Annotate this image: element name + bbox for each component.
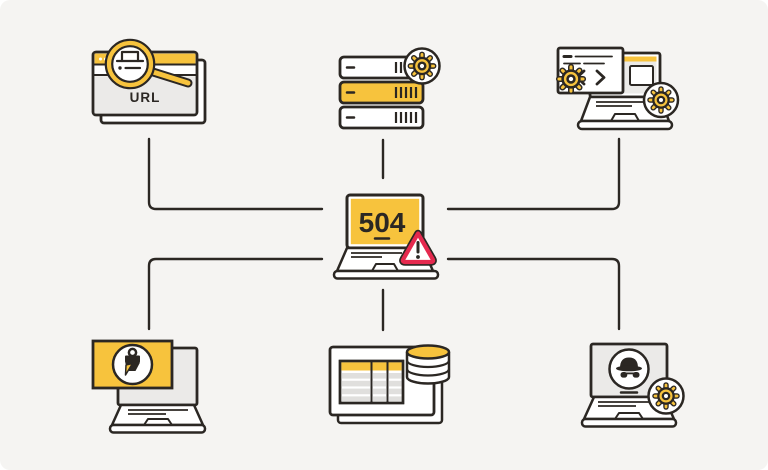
gear-icon — [559, 67, 583, 91]
database-icon — [405, 344, 451, 385]
magnifier-icon — [104, 38, 193, 90]
paintbrush-icon — [124, 347, 140, 376]
connector-bottom-left — [147, 257, 324, 331]
node-server-stack — [338, 47, 441, 130]
node-privacy-laptop — [580, 342, 685, 428]
table-icon — [338, 359, 405, 405]
laptop-base — [108, 403, 207, 434]
node-developer-laptop — [552, 46, 680, 131]
window-dot — [99, 57, 102, 61]
node-504-laptop: 504 — [332, 193, 440, 280]
connector-bottom-right — [446, 257, 621, 331]
connector-top-left — [147, 137, 324, 211]
laptop-icon — [580, 342, 678, 428]
paintbrush-panel-icon — [91, 339, 174, 390]
url-label: URL — [130, 90, 161, 105]
laptop-error-icon: 504 — [332, 193, 440, 280]
gear-badge-icon — [647, 377, 685, 415]
node-browser-url: URL — [91, 38, 207, 125]
error-code-text: 504 — [359, 207, 406, 238]
warning-icon — [399, 229, 437, 266]
node-design-laptop — [91, 339, 207, 434]
server-stack-icon — [338, 55, 425, 130]
gear-badge-icon — [403, 47, 441, 85]
magnified-tab-glyph — [115, 50, 145, 70]
gear-badge-icon — [642, 81, 680, 119]
code-window-icon — [558, 46, 625, 95]
node-database-spreadsheet — [328, 344, 451, 425]
incognito-icon — [616, 357, 642, 378]
connector-top-right — [446, 137, 621, 211]
